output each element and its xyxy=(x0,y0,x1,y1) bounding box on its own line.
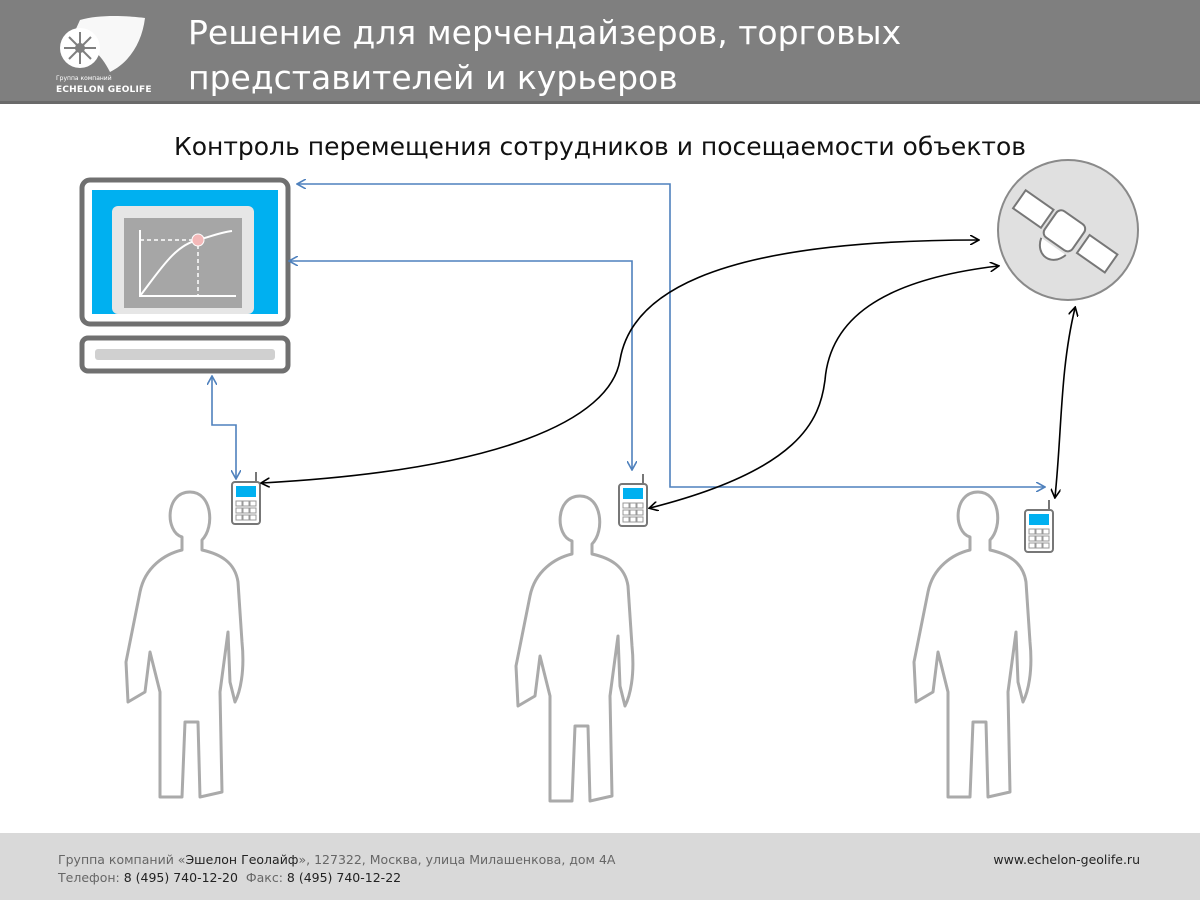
employee-3 xyxy=(912,490,1054,799)
mobile-phone-icon xyxy=(231,471,261,525)
header-bar: Группа компаний ECHELON GEOLIFE Решение … xyxy=(0,0,1200,104)
gps-link-phone1 xyxy=(262,240,978,483)
footer: Группа компаний «Эшелон Геолайф», 127322… xyxy=(0,833,1200,900)
person-silhouette-icon xyxy=(514,494,635,803)
gps-link-phone2 xyxy=(650,266,998,508)
mobile-phone-icon xyxy=(1024,499,1054,553)
satellite-icon xyxy=(997,159,1139,301)
computer-monitor-icon xyxy=(79,177,291,374)
link-server-phone3 xyxy=(298,184,1044,487)
gps-link-phone3 xyxy=(1055,308,1075,497)
gps-links xyxy=(262,240,1075,508)
logo-caption: Группа компаний xyxy=(56,75,112,82)
diagram-subtitle: Контроль перемещения сотрудников и посещ… xyxy=(173,132,1027,161)
echelon-logo-icon xyxy=(60,16,145,72)
mobile-phone-icon xyxy=(618,473,648,527)
title-line-2: представителей и курьеров xyxy=(188,58,678,97)
page-title: Решение для мерчендайзеров, торговых пре… xyxy=(188,10,901,100)
logo-brand: ECHELON GEOLIFE xyxy=(56,85,152,95)
link-server-phone2 xyxy=(290,261,632,469)
employee-2 xyxy=(514,473,648,803)
footer-address: Группа компаний «Эшелон Геолайф», 127322… xyxy=(58,852,616,867)
workflow-diagram xyxy=(79,159,1139,803)
website-link[interactable]: www.echelon-geolife.ru xyxy=(993,852,1140,867)
person-silhouette-icon xyxy=(124,490,245,799)
footer-contacts: Телефон: 8 (495) 740-12-20 Факс: 8 (495)… xyxy=(58,870,402,885)
link-server-phone1 xyxy=(212,377,236,478)
person-silhouette-icon xyxy=(912,490,1033,799)
title-line-1: Решение для мерчендайзеров, торговых xyxy=(188,13,902,52)
employee-1 xyxy=(124,471,261,799)
